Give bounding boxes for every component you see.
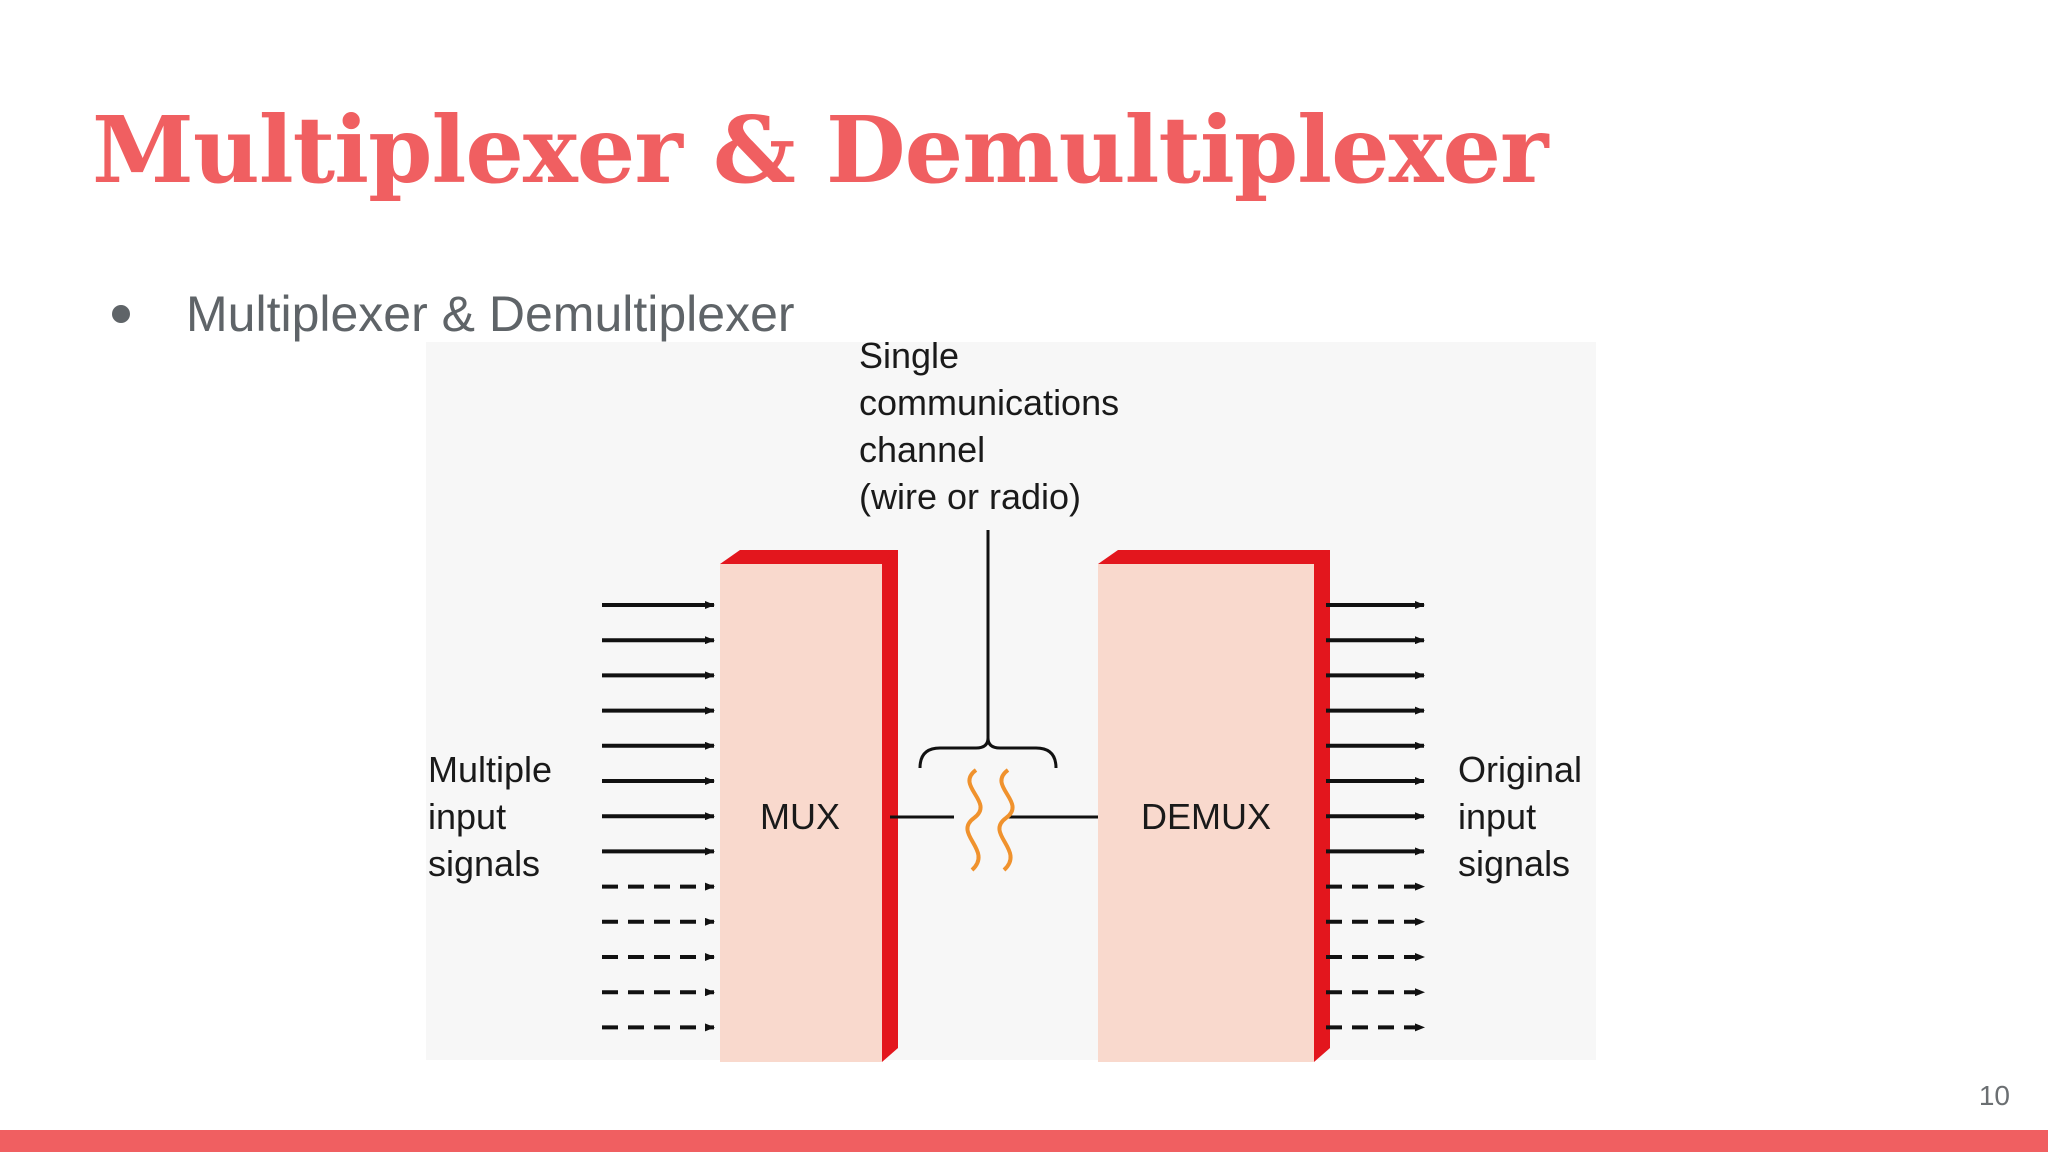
mux-side-edge	[882, 550, 898, 1062]
bullet-item: Multiplexer & Demultiplexer	[112, 282, 795, 346]
slide-title: Multiplexer & Demultiplexer	[92, 96, 1549, 204]
brace-icon	[918, 737, 1058, 769]
output-label-line: input	[1458, 796, 1536, 837]
channel-label-line: (wire or radio)	[859, 476, 1081, 517]
output-arrows	[1326, 601, 1425, 1032]
channel-label-line: channel	[859, 429, 985, 470]
mux-top-edge	[720, 550, 898, 564]
mux-block: MUX	[720, 550, 898, 1062]
output-label-line: Original	[1458, 749, 1582, 790]
channel-label: Single communications channel (wire or r…	[859, 340, 1129, 517]
mux-demux-diagram: Single communications channel (wire or r…	[426, 335, 1766, 1062]
bottom-accent-bar	[0, 1130, 2048, 1152]
radio-wave-icon	[965, 768, 983, 872]
input-signals-label: Multiple input signals	[428, 749, 562, 884]
output-label-line: signals	[1458, 843, 1570, 884]
page-number: 10	[1978, 1080, 2010, 1111]
mux-label: MUX	[760, 796, 840, 837]
radio-wave-icon	[997, 768, 1015, 872]
mux-face	[720, 564, 882, 1062]
demux-face	[1098, 564, 1314, 1062]
figure-background	[426, 342, 1766, 1060]
bullet-text: Multiplexer & Demultiplexer	[186, 286, 795, 342]
input-label-line: signals	[428, 843, 540, 884]
demux-block: DEMUX	[1098, 550, 1330, 1062]
input-arrows	[602, 601, 715, 1032]
demux-top-edge	[1098, 550, 1330, 564]
input-label-line: Multiple	[428, 749, 552, 790]
bullet-dot-icon	[112, 305, 130, 323]
demux-label: DEMUX	[1141, 796, 1271, 837]
channel-label-line: Single	[859, 340, 959, 376]
input-label-line: input	[428, 796, 506, 837]
channel-label-line: communications	[859, 382, 1119, 423]
mux-demux-figure: Single communications channel (wire or r…	[176, 335, 1766, 1095]
output-signals-label: Original input signals	[1458, 749, 1592, 884]
demux-side-edge	[1314, 550, 1330, 1062]
